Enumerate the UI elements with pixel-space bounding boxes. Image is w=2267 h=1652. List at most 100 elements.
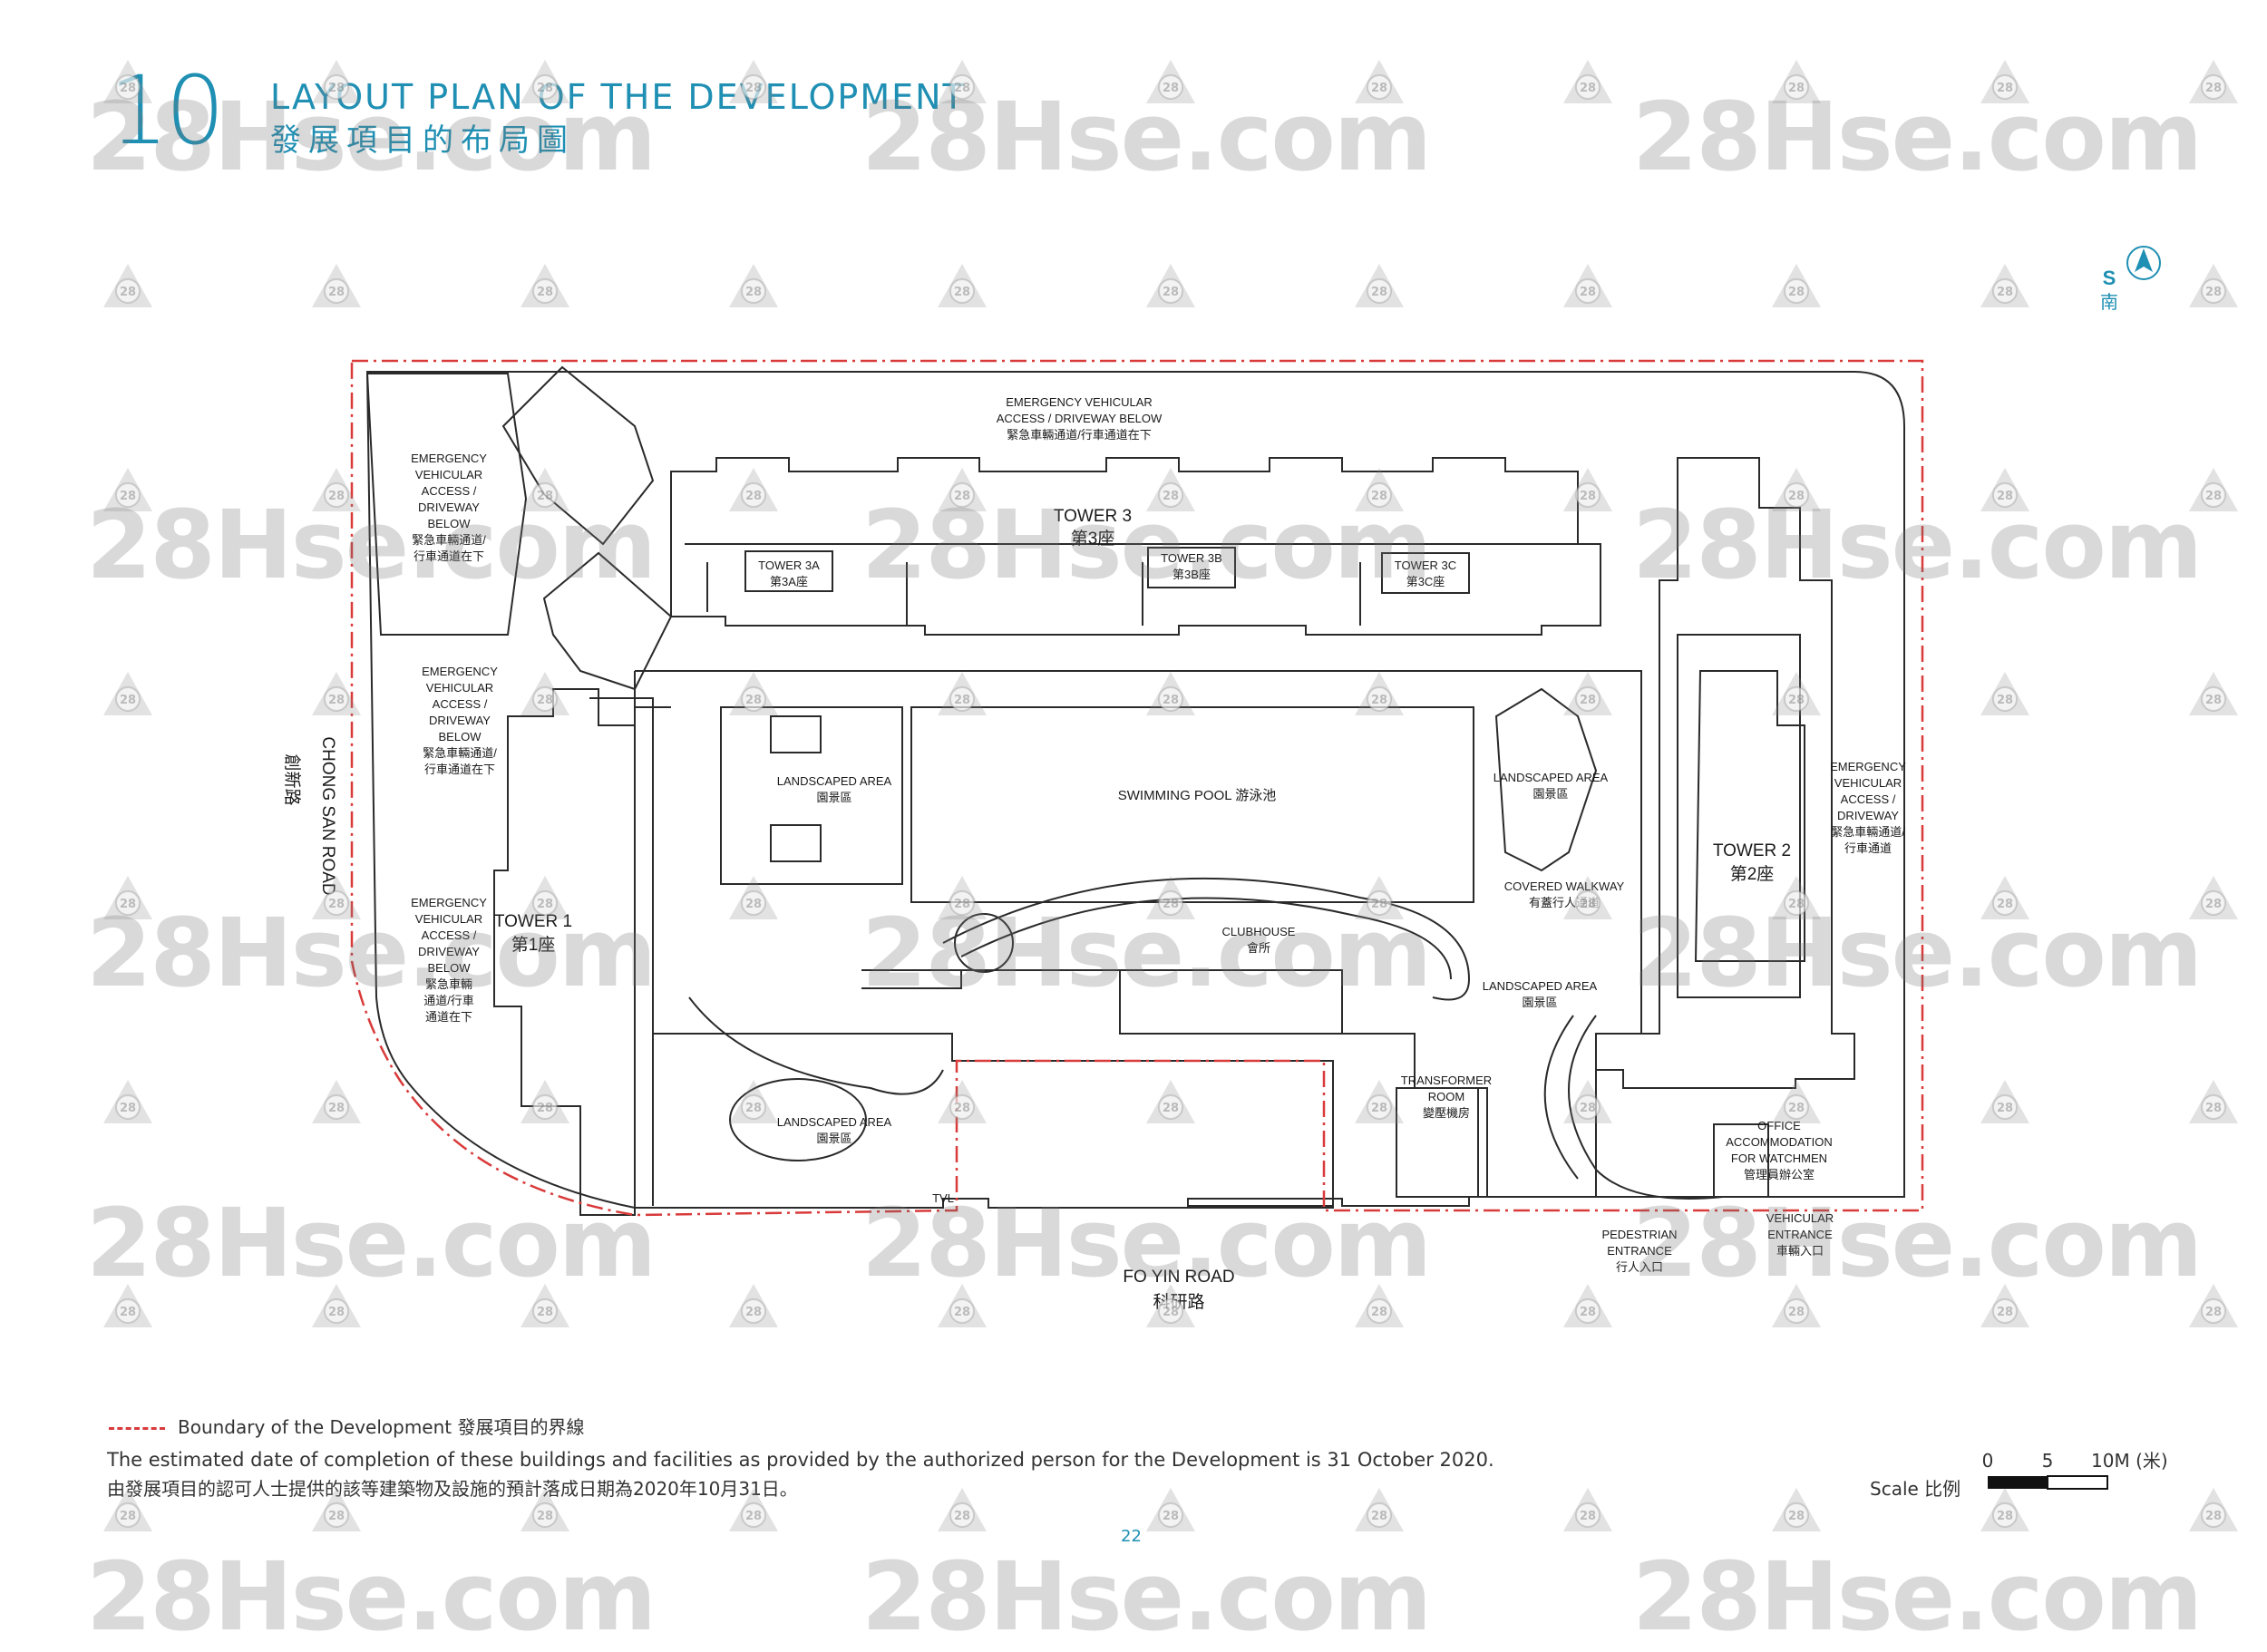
completion-note-chinese: 由發展項目的認可人士提供的該等建築物及設施的預計落成日期為2020年10月31日… <box>107 1478 798 1500</box>
label-office-3: FOR WATCHMEN <box>1731 1152 1827 1165</box>
label-tvl: TVL <box>932 1191 954 1205</box>
north-arrow-icon: S 南 <box>2100 246 2161 313</box>
label-eva-e-5: 緊急車輛通道/ <box>1831 825 1905 839</box>
tower-3b-box <box>1147 547 1236 588</box>
label-vehicular-entrance-2: ENTRANCE <box>1767 1228 1833 1241</box>
watchmen-office <box>1713 1123 1769 1198</box>
label-eva-nw-5: BELOW <box>428 517 472 530</box>
tower-1-outline <box>493 688 636 1216</box>
label-covered-walkway: COVERED WALKWAY <box>1504 879 1625 893</box>
nw-driveway <box>365 373 528 636</box>
north-arrow-label: 南 <box>2100 291 2118 313</box>
label-landscape-nw: LANDSCAPED AREA <box>777 774 892 788</box>
label-eva-top-3: 緊急車輛通道/行車通道在下 <box>1007 428 1152 442</box>
label-tower-2: TOWER 2 <box>1713 841 1791 860</box>
layout-plan-drawing: EMERGENCY VEHICULAR ACCESS / DRIVEWAY BE… <box>282 359 1924 1312</box>
site-edge <box>365 371 1905 1209</box>
label-eva-w-5: BELOW <box>439 730 482 743</box>
label-eva-w-6: 緊急車輛通道/ <box>423 746 497 760</box>
landscape-pond <box>729 1078 867 1161</box>
south-landscape-outline <box>653 1033 1334 1206</box>
label-tower-2-zh: 第2座 <box>1730 864 1775 884</box>
clubhouse-ramp <box>861 969 1120 989</box>
completion-note: The estimated date of completion of thes… <box>107 1449 1494 1471</box>
tower-2-outline <box>1595 457 1855 1089</box>
label-eva-nw-1: EMERGENCY <box>411 452 487 465</box>
landscape-ne <box>1494 687 1598 872</box>
label-transformer-2: ROOM <box>1428 1090 1464 1103</box>
label-eva-sw-5: BELOW <box>428 961 472 975</box>
label-eva-nw-3: ACCESS / <box>422 484 477 498</box>
label-vehicular-entrance-1: VEHICULAR <box>1766 1211 1834 1225</box>
label-eva-w-3: ACCESS / <box>433 697 488 711</box>
label-tower-3b-zh: 第3B座 <box>1172 568 1211 581</box>
label-office-1: OFFICE <box>1757 1119 1801 1132</box>
page-number: 22 <box>1121 1527 1142 1546</box>
scale-tick-0: 0 <box>1982 1450 1994 1472</box>
tower-3-inner <box>685 543 1582 626</box>
label-tower-3a-zh: 第3A座 <box>770 575 808 588</box>
label-landscape-s-zh: 園景區 <box>816 1132 851 1145</box>
label-office-zh: 管理員辦公室 <box>1744 1168 1815 1181</box>
label-eva-nw-7: 行車通道在下 <box>414 549 484 563</box>
label-eva-w-4: DRIVEWAY <box>429 714 491 727</box>
label-road-south: FO YIN ROAD <box>1123 1268 1234 1287</box>
label-road-west-zh: 創新路 <box>282 753 302 805</box>
label-landscape-ne-zh: 園景區 <box>1532 787 1568 801</box>
label-eva-e-2: VEHICULAR <box>1834 776 1902 790</box>
tower-1-podium <box>589 697 671 1206</box>
boundary-legend-line <box>109 1427 165 1430</box>
label-road-south-zh: 科研路 <box>1153 1292 1204 1312</box>
tower-2-detail <box>1694 670 1805 962</box>
label-tower-3c-zh: 第3C座 <box>1406 575 1445 588</box>
tower-3-west-wing <box>501 365 655 546</box>
tower-3a-box <box>744 550 833 592</box>
label-eva-sw-2: VEHICULAR <box>415 912 482 926</box>
label-eva-w-1: EMERGENCY <box>422 665 498 678</box>
scale-bar-empty <box>2047 1475 2108 1490</box>
covered-walkway-path <box>942 877 1471 1001</box>
scale-label: Scale 比例 <box>1870 1478 1961 1500</box>
label-pedestrian-entrance-2: ENTRANCE <box>1607 1244 1672 1258</box>
label-eva-nw-6: 緊急車輛通道/ <box>412 533 486 547</box>
label-transformer-1: TRANSFORMER <box>1401 1074 1492 1087</box>
label-eva-nw-4: DRIVEWAY <box>418 500 480 514</box>
label-tower-3a: TOWER 3A <box>758 559 820 572</box>
clubhouse-outline <box>1119 969 1343 1035</box>
page-title-chinese: 發展項目的布局圖 <box>270 122 575 159</box>
label-swimming-pool: SWIMMING POOL 游泳池 <box>1118 788 1276 803</box>
tower-3-outline <box>670 457 1601 636</box>
label-office-2: ACCOMMODATION <box>1726 1135 1832 1149</box>
label-eva-top-2: ACCESS / DRIVEWAY BELOW <box>997 412 1163 425</box>
label-pedestrian-entrance-1: PEDESTRIAN <box>1601 1228 1677 1241</box>
label-eva-sw-7: 通道/行車 <box>423 994 474 1007</box>
label-covered-walkway-zh: 有蓋行人通道 <box>1529 896 1600 909</box>
label-tower-3b: TOWER 3B <box>1161 551 1222 565</box>
label-clubhouse-zh: 會所 <box>1247 941 1270 955</box>
development-boundary <box>350 359 1924 1217</box>
label-eva-e-1: EMERGENCY <box>1830 760 1906 773</box>
label-clubhouse: CLUBHOUSE <box>1222 925 1296 938</box>
label-landscape-e: LANDSCAPED AREA <box>1483 979 1598 993</box>
label-tower-3: TOWER 3 <box>1054 507 1132 526</box>
label-tower-1: TOWER 1 <box>494 912 572 931</box>
label-eva-w-2: VEHICULAR <box>426 681 493 695</box>
label-eva-e-6: 行車通道 <box>1844 841 1892 855</box>
transformer-block <box>1342 1033 1488 1197</box>
legend-boundary-label: Boundary of the Development 發展項目的界線 <box>178 1416 585 1438</box>
label-landscape-e-zh: 園景區 <box>1522 996 1557 1009</box>
label-eva-sw-8: 通道在下 <box>425 1010 472 1024</box>
label-eva-sw-3: ACCESS / <box>422 928 477 942</box>
label-tower-3c: TOWER 3C <box>1395 559 1456 572</box>
tower-3-west-wing-2 <box>542 551 673 691</box>
scale-tick-5: 5 <box>2042 1450 2054 1472</box>
podium-outline <box>634 670 1642 1215</box>
pool-deck-left <box>770 715 822 753</box>
label-tower-3-zh: 第3座 <box>1071 529 1115 549</box>
label-road-west: CHONG SAN ROAD <box>318 736 337 895</box>
label-eva-e-3: ACCESS / <box>1841 792 1896 806</box>
north-arrow-letter: S <box>2103 267 2116 289</box>
label-eva-w-7: 行車通道在下 <box>424 763 495 776</box>
tower-3c-box <box>1381 552 1470 594</box>
label-landscape-ne: LANDSCAPED AREA <box>1493 771 1609 784</box>
